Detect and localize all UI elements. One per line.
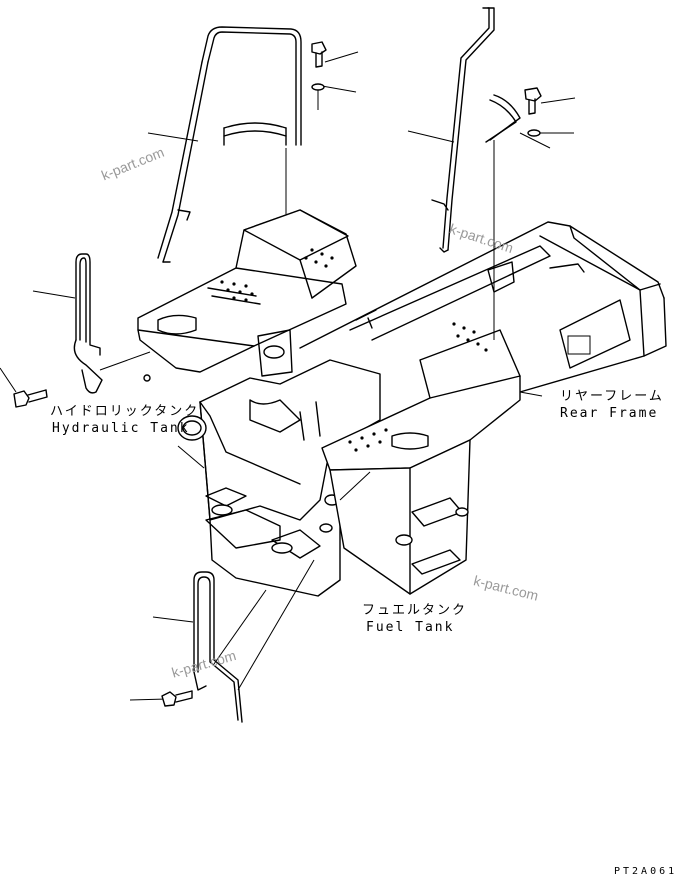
handrail-upper-left [157,26,302,263]
hydraulic-tank-label-en: Hydraulic Tank [52,421,190,436]
hydraulic-tank-deck [137,209,357,373]
handrail-upper-right [431,7,521,340]
drawing-code: PT2A061 [614,866,678,877]
label-leaders [177,391,543,469]
fuel-tank-label-jp: フュエルタンク [362,603,468,618]
deck-holes-right [348,322,488,452]
deck-holes-left [220,248,334,302]
bolt-upper-left [311,41,327,110]
front-frame [177,329,381,597]
fuel-tank [321,322,521,595]
bolt-lower [161,690,193,707]
leader-lines [0,51,576,701]
rear-frame-label-en: Rear Frame [560,406,659,421]
handrail-lower [193,559,315,723]
fuel-tank-label-en: Fuel Tank [366,620,455,635]
bolt-left [13,374,151,408]
rear-frame-label-jp: リヤーフレーム [560,389,664,404]
hydraulic-tank-label-jp: ハイドロリックタンク [50,404,200,419]
bolt-upper-right [519,87,551,149]
handrail-left [73,253,151,394]
